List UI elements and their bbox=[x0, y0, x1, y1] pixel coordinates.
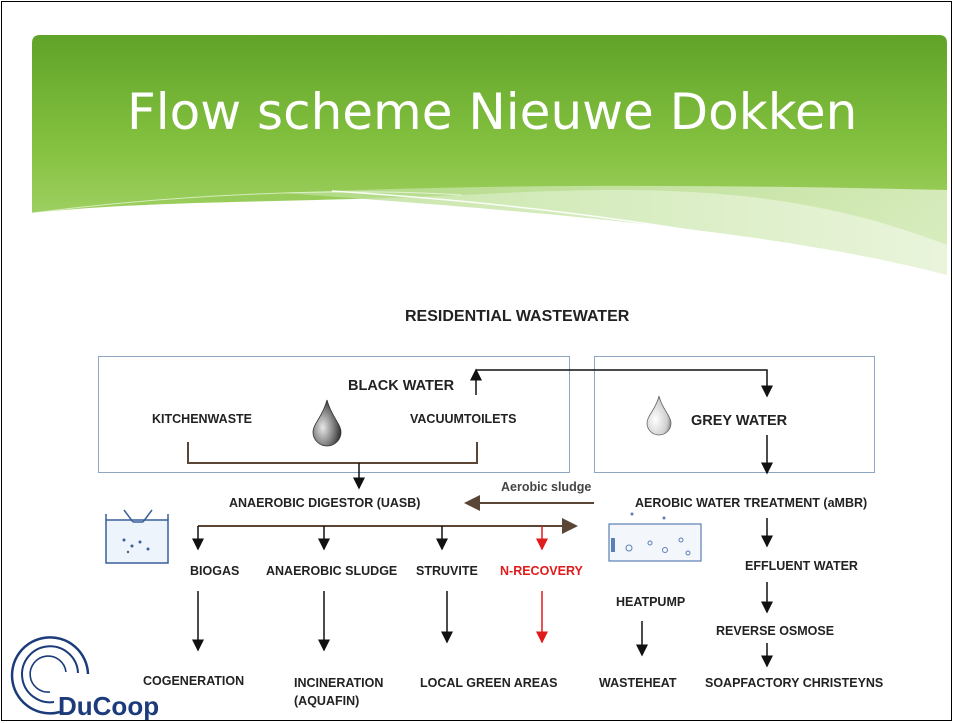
struvite-label: STRUVITE bbox=[416, 564, 478, 578]
n-recovery-label: N-RECOVERY bbox=[500, 564, 583, 578]
incineration-label: INCINERATION bbox=[294, 676, 384, 690]
uasb-reactor-icon bbox=[105, 509, 169, 564]
grey-water-box bbox=[594, 356, 875, 473]
ducoop-logo-text: DuCoop bbox=[58, 691, 160, 721]
black-water-drop-icon bbox=[312, 399, 342, 447]
black-water-label: BLACK WATER bbox=[348, 378, 455, 394]
heatpump-label: HEATPUMP bbox=[616, 595, 686, 609]
local-green-areas-label: LOCAL GREEN AREAS bbox=[420, 676, 558, 690]
reverse-osmose-label: REVERSE OSMOSE bbox=[716, 624, 835, 638]
diagram-heading: RESIDENTIAL WASTEWATER bbox=[405, 308, 630, 325]
anaerobic-digestor-label: ANAEROBIC DIGESTOR (UASB) bbox=[229, 496, 421, 510]
black-water-box bbox=[98, 356, 570, 473]
grey-water-label: GREY WATER bbox=[691, 413, 788, 429]
aerobic-treatment-label: AEROBIC WATER TREATMENT (aMBR) bbox=[635, 496, 868, 510]
biogas-label: BIOGAS bbox=[190, 564, 240, 578]
incineration-sublabel: (AQUAFIN) bbox=[294, 694, 360, 708]
effluent-water-label: EFFLUENT WATER bbox=[745, 559, 858, 573]
ducoop-logo-icon bbox=[10, 636, 90, 715]
slide-title: Flow scheme Nieuwe Dokken bbox=[127, 83, 858, 141]
vacuumtoilets-label: VACUUMTOILETS bbox=[410, 412, 517, 426]
ambr-tank-icon bbox=[608, 512, 702, 562]
grey-water-drop-icon bbox=[646, 395, 672, 436]
wasteheat-label: WASTEHEAT bbox=[599, 676, 677, 690]
cogeneration-label: COGENERATION bbox=[143, 674, 245, 688]
kitchenwaste-label: KITCHENWASTE bbox=[152, 412, 252, 426]
anaerobic-sludge-label: ANAEROBIC SLUDGE bbox=[266, 564, 398, 578]
slide-header: Flow scheme Nieuwe Dokken bbox=[31, 35, 947, 275]
aerobic-sludge-label: Aerobic sludge bbox=[501, 480, 592, 494]
soapfactory-label: SOAPFACTORY CHRISTEYNS bbox=[705, 676, 884, 690]
header-background bbox=[31, 35, 947, 275]
